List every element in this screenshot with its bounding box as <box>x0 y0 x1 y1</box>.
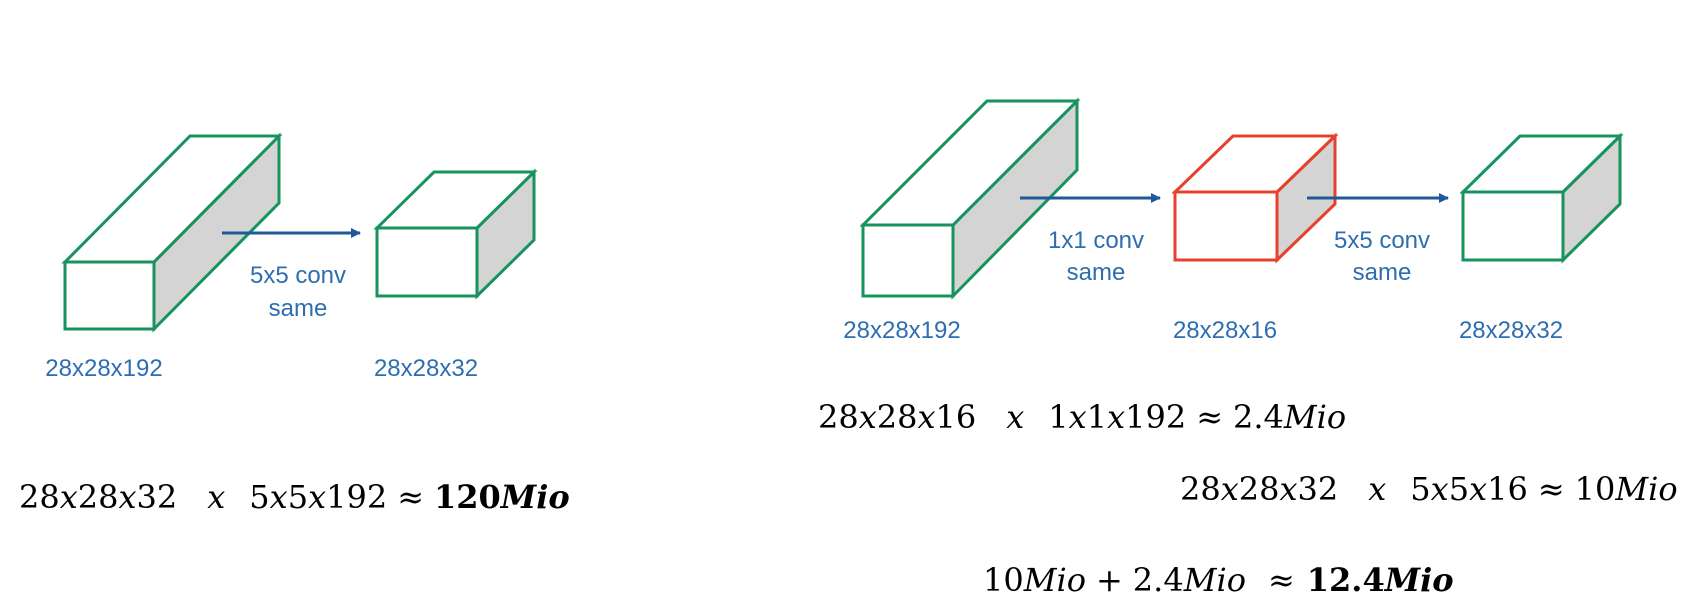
right-panel: 1x1 conv same 5x5 conv same 28x28x192 28… <box>818 97 1678 599</box>
input-dims-label: 28x28x192 <box>843 317 960 344</box>
right-output-block <box>1459 132 1624 264</box>
left-input-block <box>61 132 283 333</box>
right-input-block <box>859 97 1081 300</box>
conv2-label-line1: 5x5 conv <box>1334 227 1430 254</box>
middle-dims-label: 28x28x16 <box>1173 317 1277 344</box>
block-front-face <box>375 226 479 298</box>
conv1-label-line2: same <box>1067 259 1126 286</box>
block-front-face <box>1461 190 1565 262</box>
conv-label-line1: 5x5 conv <box>250 262 346 289</box>
block-front-face <box>1173 190 1279 262</box>
conv-label-line2: same <box>269 295 328 322</box>
block-front-face <box>63 260 156 331</box>
conv1-label-line1: 1x1 conv <box>1048 227 1144 254</box>
block-front-face <box>861 223 955 298</box>
conv2-label-line2: same <box>1353 259 1412 286</box>
left-panel: 5x5 conv same 28x28x192 28x28x32 28x28x3… <box>19 132 570 516</box>
total-cost-equation: 10Mio+2.4Mio≈12.4Mio <box>983 561 1454 599</box>
right-middle-block <box>1171 132 1339 264</box>
left-output-block <box>373 168 538 300</box>
input-dims-label: 28x28x192 <box>45 355 162 382</box>
output-dims-label: 28x28x32 <box>1459 317 1563 344</box>
output-dims-label: 28x28x32 <box>374 355 478 382</box>
